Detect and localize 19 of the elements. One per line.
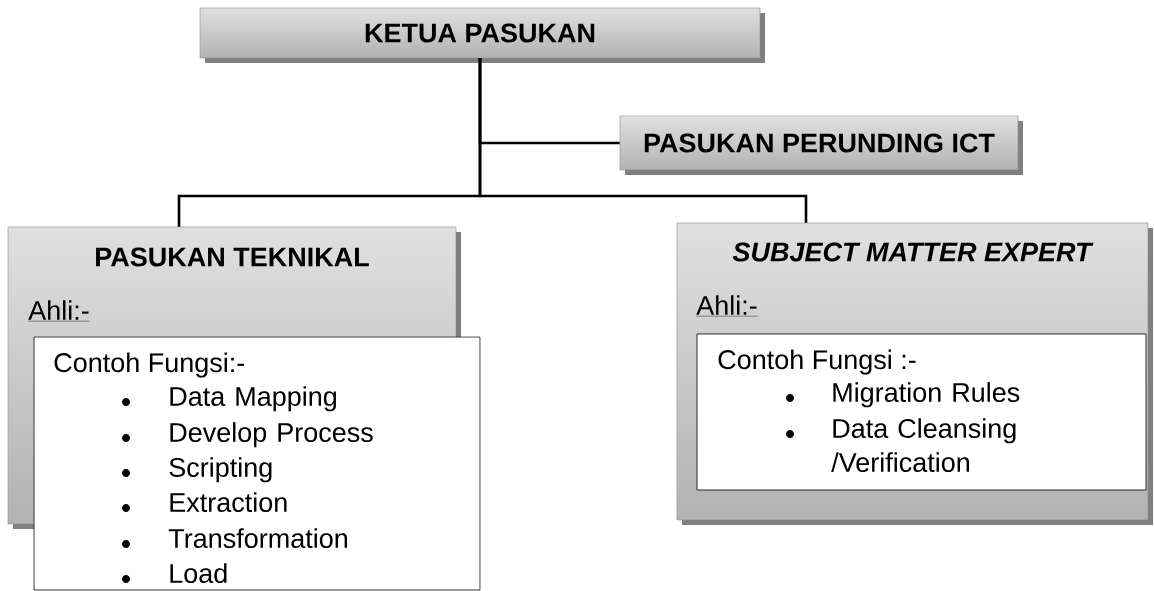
bullet-item: Data Mapping [122,386,337,412]
box-title: PASUKAN TEKNIKAL [96,247,369,267]
list-heading: Contoh Fungsi :- [718,349,916,375]
title-box: PASUKAN PERUNDING ICT [619,115,1023,175]
bullet-item: Transformation [122,528,347,548]
title-box: KETUA PASUKAN [199,7,765,63]
member-label: Ahli:- [696,295,758,317]
connector-line [478,58,808,223]
bullet-item: Migration Rules [786,382,1020,408]
function-box [33,336,481,591]
bullet-item: Extraction [122,492,287,512]
bullet-item: Data Cleansing /Verification [786,418,1016,472]
bullet-item: Develop Process [122,422,373,448]
box-title: SUBJECT MATTER EXPERT [732,242,1094,262]
function-box [696,333,1147,491]
list-heading: Contoh Fungsi:- [54,352,245,378]
bullet-item: Load [122,563,227,583]
bullet-item: Scripting [122,457,272,483]
member-label: Ahli:- [28,300,90,322]
